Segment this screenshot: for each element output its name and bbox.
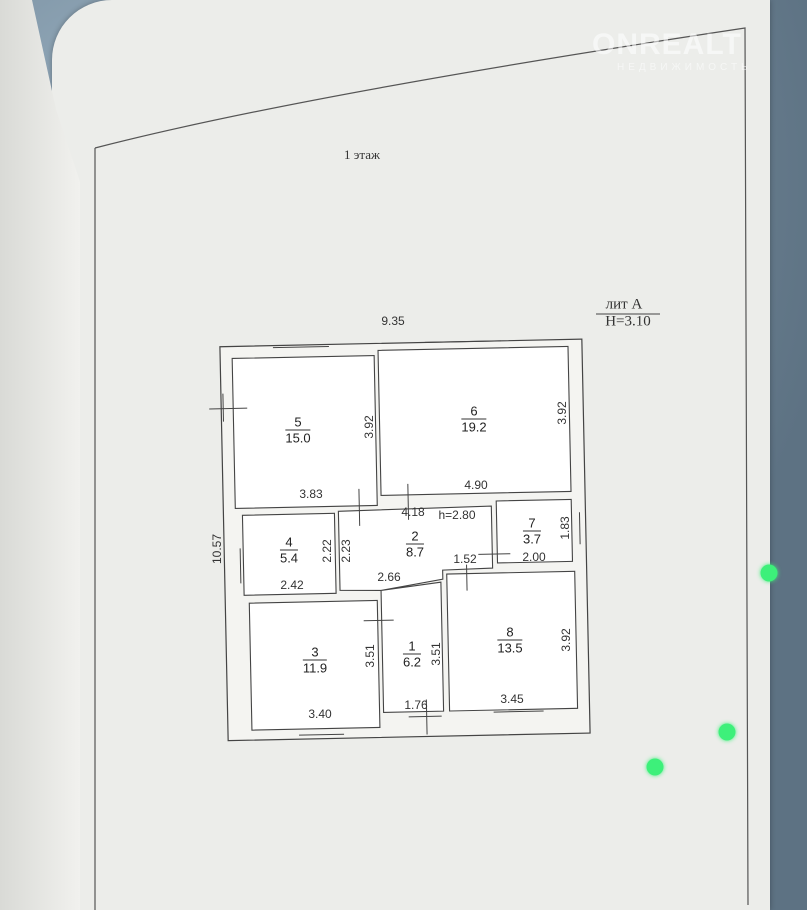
green-marker-dot [646,758,664,776]
previous-page-edge [0,0,80,910]
dim-r8-h: 3.92 [559,628,573,652]
dim-r2-h: 2.23 [339,539,353,563]
watermark-subtitle: НЕДВИЖИМОСТЬ [617,62,752,73]
dim-r8-door: 1.52 [453,552,477,566]
page-frame [94,27,749,906]
green-marker-dot [718,723,736,741]
dim-r6-h: 3.92 [555,401,569,425]
dim-r2-w: 4.18 [401,505,425,519]
dim-r1-h: 3.51 [429,642,443,666]
dim-r5-h: 3.92 [362,415,376,439]
room-4 [241,512,337,596]
room-2-and-1 [337,505,494,713]
green-marker-dot [760,564,778,582]
dim-r4-h: 2.22 [320,539,334,563]
room-6 [377,345,572,496]
height-label: Н=3.10 [605,313,651,330]
dim-r5-w: 3.83 [299,487,323,501]
corridor-height: h=2.80 [438,508,476,522]
dim-r3-h: 3.51 [363,644,377,668]
dim-r6-w: 4.90 [464,478,488,492]
overall-width: 9.35 [381,314,405,328]
overall-depth: 10.57 [210,533,224,565]
dim-r7-w: 2.00 [522,550,546,564]
dim-r2-w2: 2.66 [377,570,401,584]
dim-r4-w: 2.42 [280,578,304,592]
room-3 [248,599,381,731]
watermark-logo: ONREALT [592,28,742,61]
floor-title: 1 этаж [344,147,380,162]
dim-r8-w: 3.45 [500,692,524,706]
dim-r3-w: 3.40 [308,707,332,721]
letter-label: лит А [605,296,643,313]
dim-r7-h: 1.83 [558,516,572,540]
room-8 [446,570,579,712]
room-5 [231,354,378,510]
dim-r1-w: 1.76 [404,698,428,712]
